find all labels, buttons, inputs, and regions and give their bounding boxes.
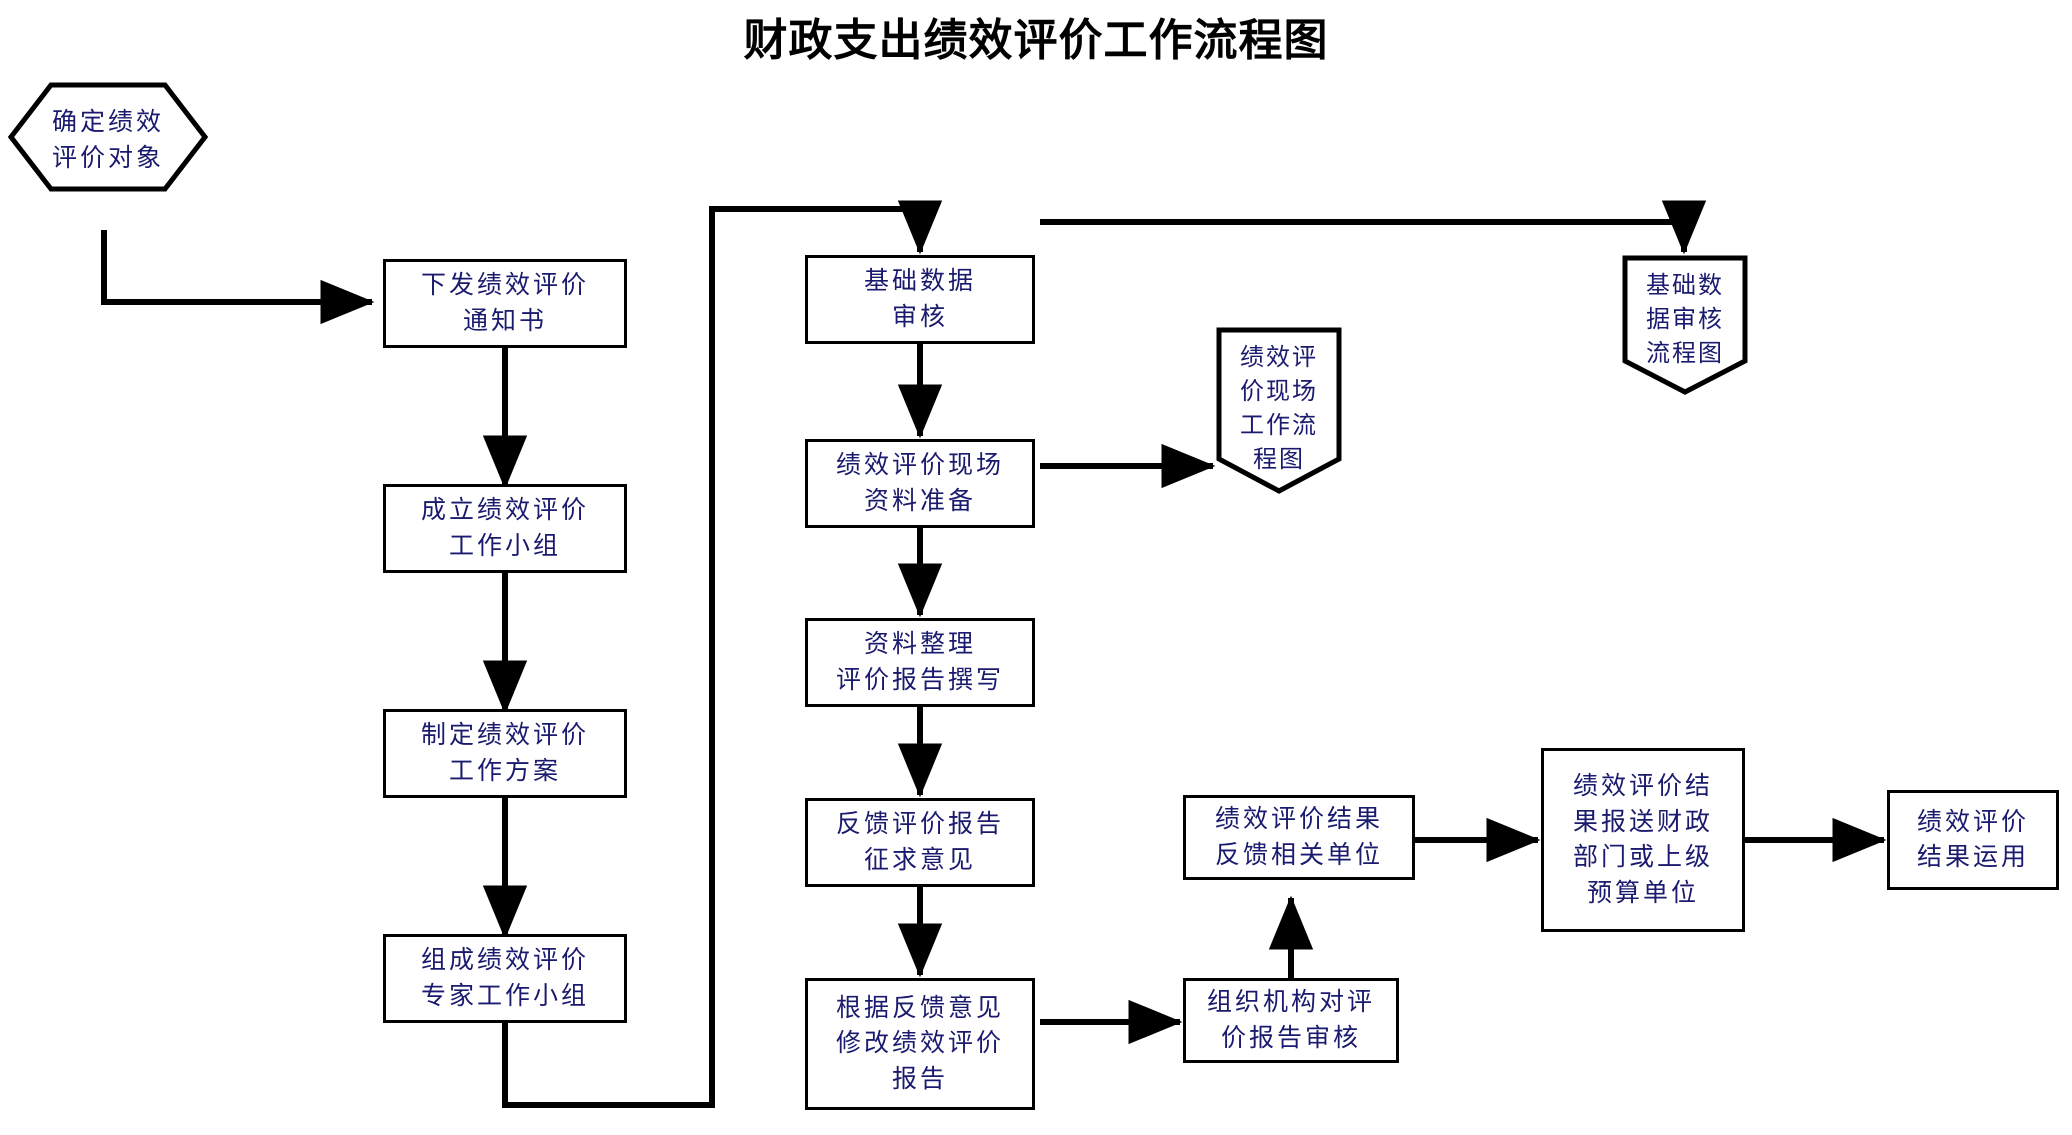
node-site-flow-doc[interactable]: 绩效评 价现场 工作流 程图: [1216, 327, 1342, 494]
node-site-flow-doc-label: 绩效评 价现场 工作流 程图: [1240, 345, 1318, 474]
node-notice[interactable]: 下发绩效评价 通知书: [383, 259, 627, 348]
node-result-use-label: 绩效评价 结果运用: [1916, 808, 2029, 872]
hexagon-outline-icon: [8, 82, 208, 192]
node-org-review-label: 组织机构对评 价报告审核: [1206, 989, 1375, 1052]
node-feedback-solicit-label: 反馈评价报告 征求意见: [835, 811, 1004, 874]
node-start-hexagon-label: 确定绩效 评价对象: [51, 109, 164, 172]
node-result-use[interactable]: 绩效评价 结果运用: [1887, 790, 2059, 890]
node-report-write[interactable]: 资料整理 评价报告撰写: [805, 618, 1035, 707]
node-revise-report[interactable]: 根据反馈意见 修改绩效评价 报告: [805, 978, 1035, 1110]
edge-start-to-notice: [101, 230, 375, 325]
node-report-write-label: 资料整理 评价报告撰写: [835, 631, 1004, 694]
node-plan[interactable]: 制定绩效评价 工作方案: [383, 709, 627, 798]
node-data-audit-label: 基础数据 审核: [863, 268, 976, 331]
node-submit-finance-label: 绩效评价结 果报送财政 部门或上级 预算单位: [1572, 773, 1713, 907]
node-team-label: 成立绩效评价 工作小组: [420, 497, 589, 560]
node-plan-label: 制定绩效评价 工作方案: [420, 722, 589, 785]
pentagon-banner-outline-icon: [1622, 255, 1748, 395]
node-site-prep-label: 绩效评价现场 资料准备: [835, 452, 1004, 515]
edge-data-audit-to-doc: [1040, 200, 1707, 255]
node-start-hexagon[interactable]: 确定绩效 评价对象: [8, 82, 208, 192]
node-data-audit-flow-doc-label: 基础数 据审核 流程图: [1646, 273, 1724, 368]
node-site-prep[interactable]: 绩效评价现场 资料准备: [805, 439, 1035, 528]
node-experts-label: 组成绩效评价 专家工作小组: [420, 947, 589, 1010]
node-data-audit-flow-doc[interactable]: 基础数 据审核 流程图: [1622, 255, 1748, 395]
node-result-feedback-label: 绩效评价结果 反馈相关单位: [1214, 806, 1383, 869]
node-experts[interactable]: 组成绩效评价 专家工作小组: [383, 934, 627, 1023]
node-result-feedback[interactable]: 绩效评价结果 反馈相关单位: [1183, 795, 1415, 880]
node-team[interactable]: 成立绩效评价 工作小组: [383, 484, 627, 573]
node-notice-label: 下发绩效评价 通知书: [420, 272, 589, 335]
node-data-audit[interactable]: 基础数据 审核: [805, 255, 1035, 344]
node-revise-report-label: 根据反馈意见 修改绩效评价 报告: [835, 994, 1004, 1093]
page-title: 财政支出绩效评价工作流程图: [743, 16, 1329, 65]
pentagon-banner-outline-icon: [1216, 327, 1342, 494]
node-feedback-solicit[interactable]: 反馈评价报告 征求意见: [805, 798, 1035, 887]
node-org-review[interactable]: 组织机构对评 价报告审核: [1183, 978, 1399, 1063]
node-submit-finance[interactable]: 绩效评价结 果报送财政 部门或上级 预算单位: [1541, 748, 1745, 932]
